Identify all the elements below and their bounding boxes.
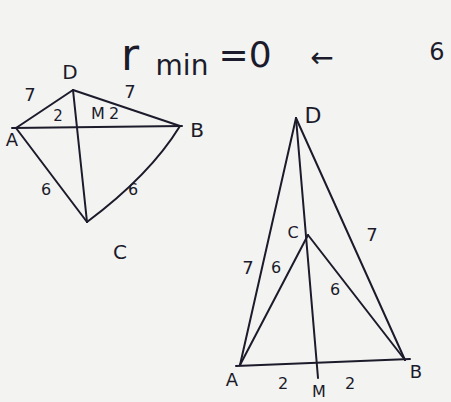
point-label: 6 (330, 282, 340, 298)
point-label: 2 (278, 376, 288, 392)
point-label: 7 (124, 83, 135, 101)
segment (236, 359, 410, 366)
point-label: A (226, 371, 238, 389)
segment (240, 118, 296, 365)
point-label: 2 (109, 106, 119, 122)
point-label: M (312, 384, 326, 400)
segment (296, 118, 405, 360)
point-label: C (287, 225, 298, 241)
point-label: 6 (41, 182, 51, 198)
segment (308, 235, 405, 360)
point-label: 7 (366, 226, 377, 244)
point-label: 6 (128, 182, 138, 198)
point-label: C (113, 242, 127, 262)
point-label: M (91, 106, 105, 122)
segment (73, 90, 87, 222)
note-text: ← (310, 44, 333, 72)
point-label: 7 (24, 86, 35, 104)
segment (16, 128, 87, 222)
segment (240, 235, 308, 365)
segment (296, 118, 318, 378)
segment (12, 126, 182, 128)
point-label: 2 (345, 376, 355, 392)
note-text: r (121, 33, 139, 77)
note-text: min (156, 52, 209, 80)
point-label: D (305, 105, 322, 127)
point-label: 6 (271, 260, 281, 276)
point-label: A (6, 131, 18, 149)
note-text: 6 (429, 40, 444, 64)
point-label: B (190, 120, 204, 140)
point-label: 7 (242, 259, 253, 277)
segment (87, 126, 180, 222)
point-label: 2 (53, 109, 63, 124)
note-text: =0 (218, 37, 271, 73)
point-label: D (62, 62, 77, 82)
point-label: B (410, 363, 422, 381)
